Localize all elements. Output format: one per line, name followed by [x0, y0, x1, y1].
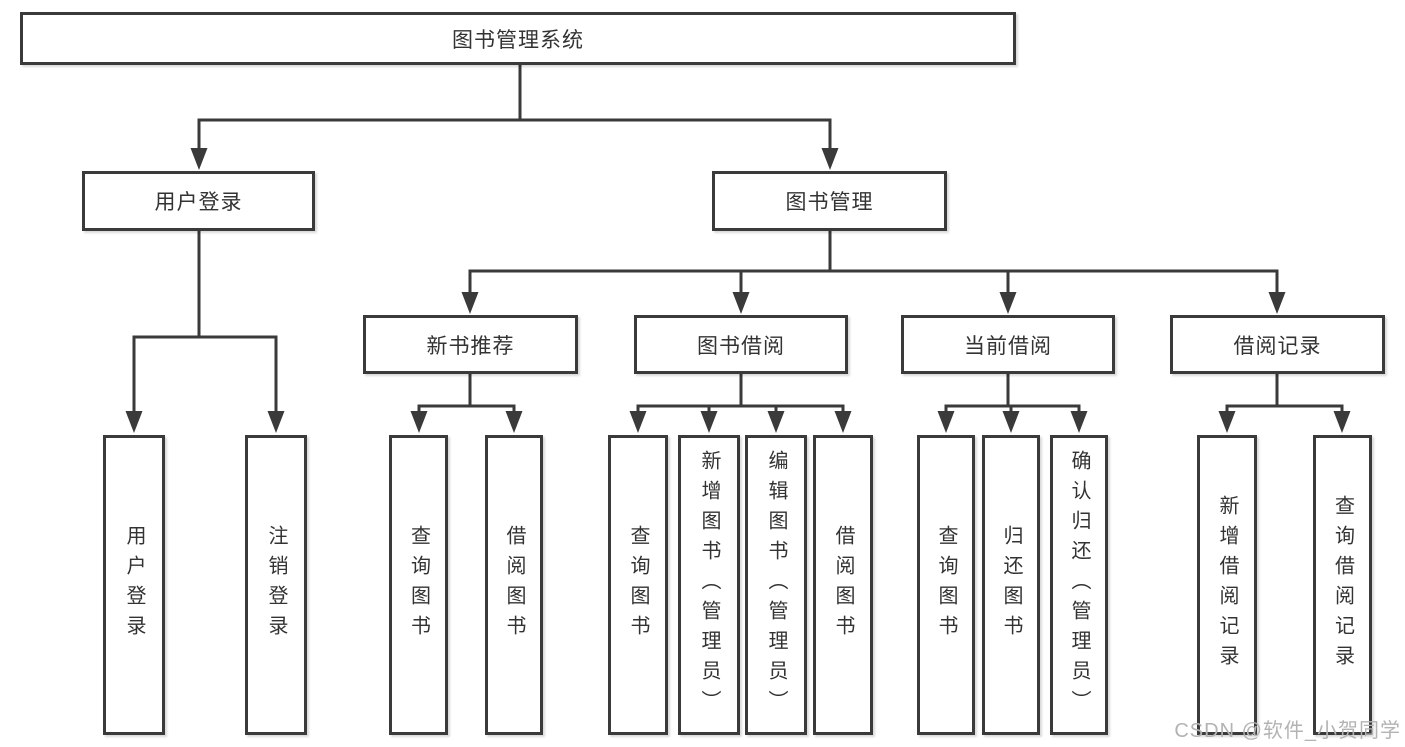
node-book-management: 图书管理 — [712, 171, 947, 231]
arrowheads — [125, 148, 1351, 433]
leaf-logout: 注销登录 — [245, 435, 307, 735]
node-system-root: 图书管理系统 — [20, 12, 1016, 65]
leaf-borrow-books-recommend: 借阅图书 — [485, 435, 543, 735]
leaf-query-books-current-label: 查询图书 — [935, 525, 957, 645]
leaf-query-borrow-record: 查询借阅记录 — [1313, 435, 1372, 735]
node-new-book-recommendation: 新书推荐 — [363, 315, 578, 374]
leaf-edit-books-admin: 编辑图书（管理员） — [745, 435, 807, 735]
leaf-add-borrow-record: 新增借阅记录 — [1197, 435, 1257, 735]
leaf-confirm-return-admin: 确认归还（管理员） — [1050, 435, 1108, 735]
watermark-text: CSDN @软件_小贺同学 — [1174, 720, 1401, 742]
leaf-user-login-label: 用户登录 — [123, 525, 145, 645]
node-user-login: 用户登录 — [82, 171, 315, 231]
node-current-borrowing: 当前借阅 — [901, 315, 1115, 374]
leaf-query-books-recommend-label: 查询图书 — [407, 525, 430, 645]
leaf-user-login: 用户登录 — [103, 435, 165, 735]
leaf-query-borrow-record-label: 查询借阅记录 — [1331, 495, 1354, 675]
leaf-borrow-books-recommend-label: 借阅图书 — [503, 525, 525, 645]
leaf-query-books-current: 查询图书 — [917, 435, 975, 735]
node-borrowing-records: 借阅记录 — [1170, 315, 1385, 374]
leaf-borrow-books: 借阅图书 — [813, 435, 873, 735]
leaf-return-books: 归还图书 — [982, 435, 1040, 735]
node-book-borrowing: 图书借阅 — [634, 315, 848, 374]
leaf-add-borrow-record-label: 新增借阅记录 — [1216, 495, 1238, 675]
tree-edges — [132, 65, 1344, 415]
leaf-add-books-admin-label: 新增图书（管理员） — [698, 450, 720, 720]
leaf-confirm-return-admin-label: 确认归还（管理员） — [1068, 450, 1090, 720]
leaf-return-books-label: 归还图书 — [1000, 525, 1022, 645]
leaf-query-books-borrow: 查询图书 — [608, 435, 668, 735]
leaf-query-books-recommend: 查询图书 — [389, 435, 448, 735]
leaf-logout-label: 注销登录 — [265, 525, 287, 645]
leaf-query-books-borrow-label: 查询图书 — [627, 525, 649, 645]
leaf-edit-books-admin-label: 编辑图书（管理员） — [765, 450, 787, 720]
leaf-borrow-books-label: 借阅图书 — [832, 525, 854, 645]
leaf-add-books-admin: 新增图书（管理员） — [678, 435, 740, 735]
